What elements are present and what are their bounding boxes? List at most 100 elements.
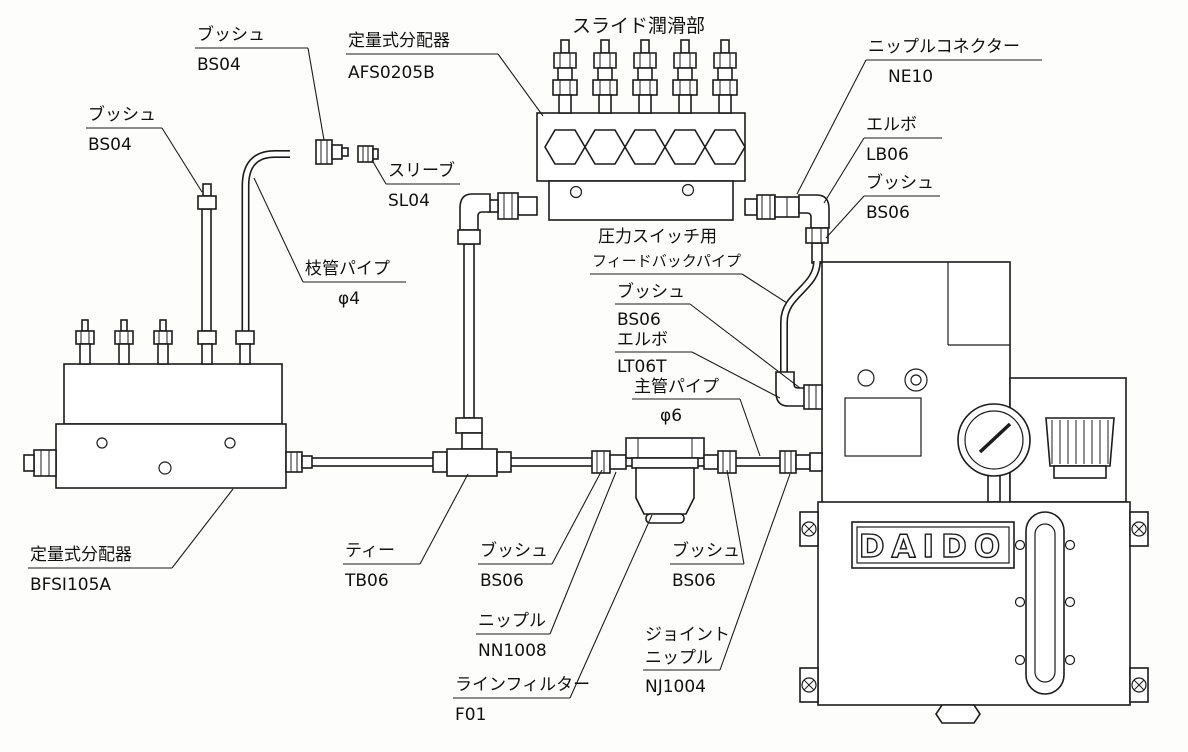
label-bushing-bs04-top: ブッシュ BS04 <box>195 24 325 141</box>
part-name: 枝管パイプ <box>305 259 390 279</box>
part-name: ブッシュ <box>480 540 548 561</box>
part-name-line1: 圧力スイッチ用 <box>598 227 717 247</box>
main-pipe <box>282 457 823 467</box>
part-name: ブッシュ <box>672 540 740 561</box>
part-code: φ6 <box>660 406 682 426</box>
injector <box>197 330 217 365</box>
part-code: TB06 <box>344 571 389 591</box>
part-code: SL04 <box>388 191 430 211</box>
label-nipple-connector-ne10: ニップルコネクター NE10 <box>796 37 1042 195</box>
branch-pipe-short <box>201 208 212 332</box>
part-code: BS04 <box>88 135 132 155</box>
branch-pipe-bent <box>243 151 290 344</box>
label-main-pipe: 主管パイプ φ6 <box>632 377 761 457</box>
injector <box>153 319 173 365</box>
bushing-bs06-right <box>805 227 829 244</box>
injector <box>632 39 658 114</box>
part-code: BFSI105A <box>30 575 111 595</box>
part-name: エルボ <box>866 115 917 135</box>
part-name: ブッシュ <box>617 281 685 302</box>
label-joint-nipple-nj1004: ジョイント ニップル NJ1004 <box>643 473 791 697</box>
label-bushing-bs06-mid: ブッシュ BS06 <box>615 281 801 389</box>
elbow-left <box>459 193 491 231</box>
gauge-needle <box>978 422 1012 454</box>
drain-plug <box>935 704 981 724</box>
pump-unit: DAIDO <box>799 261 1149 724</box>
label-elbow-lt06t: エルボ LT06T <box>615 330 781 399</box>
sleeve-sl04 <box>357 145 379 163</box>
distributor-afs0205b <box>457 39 830 245</box>
injector <box>235 330 255 365</box>
label-bushing-bs06-bottom-left: ブッシュ BS06 <box>478 469 603 591</box>
part-name: ニップル <box>478 611 546 631</box>
filler-cap <box>1045 417 1115 479</box>
part-name-line2: フィードバックパイプ <box>592 252 741 270</box>
part-name-line1: ジョイント <box>645 625 730 645</box>
label-bushing-bs04-left: ブッシュ BS04 <box>86 104 203 193</box>
part-code: AFS0205B <box>348 63 435 83</box>
injector <box>712 39 738 114</box>
elbow-lt06t <box>775 371 807 407</box>
label-distributor-bfsi105a: 定量式分配器 BFSI105A <box>28 488 234 595</box>
part-code: NJ1004 <box>645 677 706 697</box>
elbow-lb06 <box>798 194 830 229</box>
line-filter-f01 <box>625 437 705 524</box>
part-code: BS06 <box>866 203 910 223</box>
brand-text: DAIDO <box>859 529 1007 565</box>
bushing-bs06-mid <box>803 384 823 410</box>
bushing-bs04-top <box>315 139 349 165</box>
part-name: エルボ <box>617 330 668 350</box>
feedback-pipe-stub <box>811 242 823 264</box>
label-sleeve-sl04: スリーブ SL04 <box>371 159 460 211</box>
part-name-line2: ニップル <box>645 648 713 668</box>
label-line-filter-f01: ラインフィルター F01 <box>453 514 653 725</box>
injector <box>592 39 618 114</box>
bushing-bs06-bottom-right <box>717 450 737 474</box>
injector <box>114 319 134 365</box>
label-branch-pipe: 枝管パイプ φ4 <box>253 177 406 309</box>
elbow-lt06t-assembly <box>775 371 823 410</box>
mounting-tabs <box>799 511 1149 703</box>
distributor-bfsi105a <box>23 183 287 489</box>
injector <box>75 319 95 365</box>
labels: ブッシュ BS04 ブッシュ BS04 定量式分配器 AFS0205B スライド… <box>28 15 1042 725</box>
part-name: ラインフィルター <box>455 675 590 695</box>
part-code: NE10 <box>888 67 933 87</box>
injector <box>672 39 698 114</box>
bushing-bs04-left <box>197 195 217 210</box>
nipple-nn1008 <box>609 454 627 470</box>
part-name: ブッシュ <box>197 24 265 45</box>
part-name: ブッシュ <box>866 172 934 193</box>
label-feedback-pipe: 圧力スイッチ用 フィードバックパイプ <box>590 227 788 304</box>
section-title: スライド潤滑部 <box>572 15 705 37</box>
daido-nameplate: DAIDO <box>851 521 1015 569</box>
riser-pipe <box>463 243 475 419</box>
part-code: NN1008 <box>478 641 547 661</box>
part-name: スリーブ <box>388 160 455 181</box>
part-name: ブッシュ <box>88 104 156 125</box>
indicator-circle <box>857 369 875 387</box>
part-code: BS06 <box>672 571 716 591</box>
part-code: LT06T <box>617 357 667 377</box>
part-code: LB06 <box>866 145 909 165</box>
part-name: ニップルコネクター <box>868 37 1020 57</box>
oil-level-gauge <box>1014 511 1076 695</box>
pump-nameplate <box>844 397 922 457</box>
label-tee-tb06: ティー TB06 <box>343 473 469 591</box>
piping <box>201 150 823 467</box>
injector <box>552 39 578 114</box>
joint-nipple-nj1004 <box>779 450 797 474</box>
part-code: BS06 <box>617 310 661 330</box>
part-code: F01 <box>455 705 486 725</box>
part-name: ティー <box>345 541 395 561</box>
part-code: φ4 <box>338 289 360 309</box>
label-slide-lubrication-section: スライド潤滑部 <box>572 15 705 37</box>
bushing-bs06-bottom-left <box>591 450 611 474</box>
label-elbow-lb06: エルボ LB06 <box>823 115 942 204</box>
tee-tb06 <box>432 417 512 477</box>
feedback-pipe <box>781 260 820 372</box>
label-distributor-afs0205b: 定量式分配器 AFS0205B <box>346 31 544 117</box>
pressure-gauge <box>957 403 1031 503</box>
